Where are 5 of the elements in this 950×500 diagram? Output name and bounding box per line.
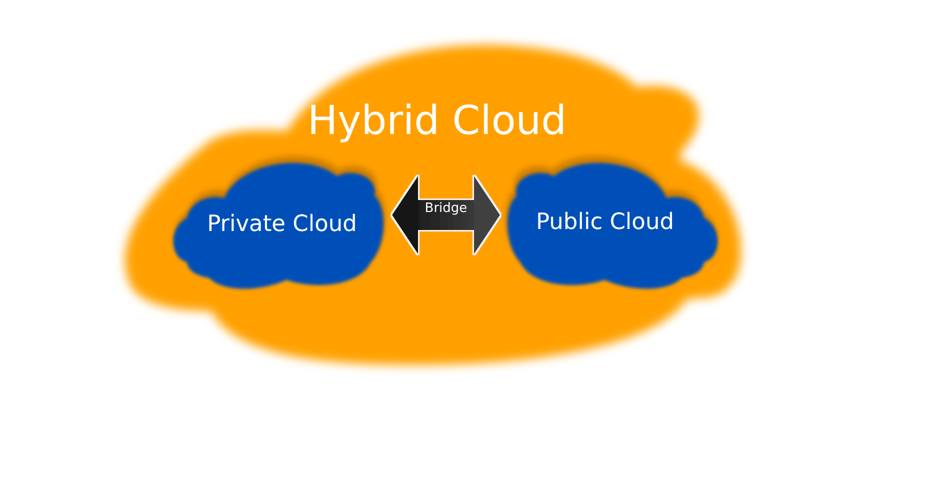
cloud-title: Hybrid Cloud: [306, 97, 568, 145]
cloud-label: Public Cloud: [534, 208, 675, 237]
edge-label: Bridge: [424, 200, 468, 217]
double-arrow: [392, 176, 500, 254]
cloud-label: Private Cloud: [206, 210, 358, 239]
